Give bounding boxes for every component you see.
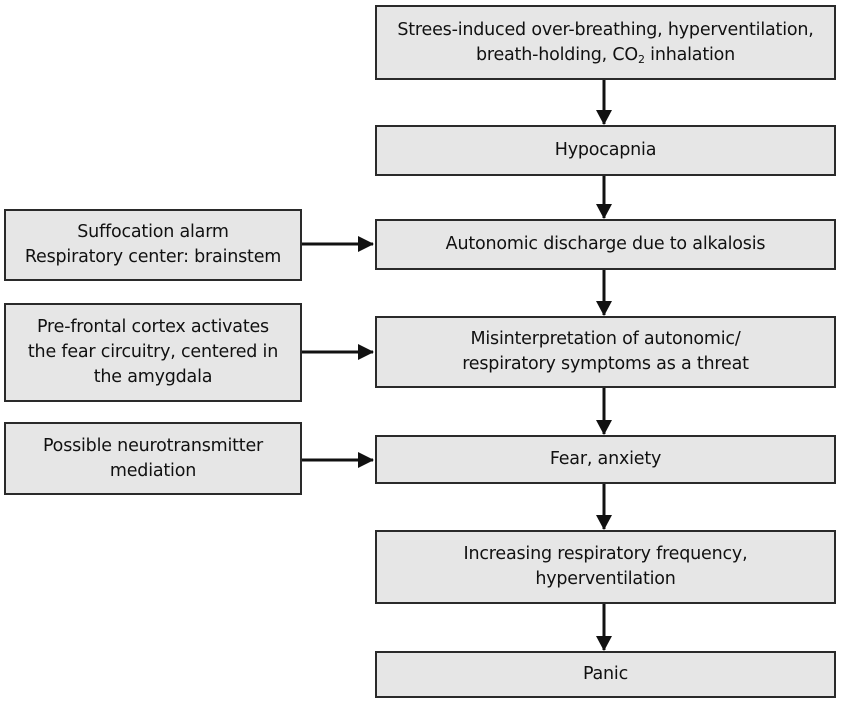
misinterpretation-line-1: Misinterpretation of autonomic/ <box>470 329 741 349</box>
panic-label: Panic <box>582 664 629 684</box>
arrowhead-5 <box>596 515 612 530</box>
hypocapnia-label: Hypocapnia <box>554 140 657 160</box>
co2-subscript: 2 <box>637 52 645 66</box>
increasing-frequency-box: Increasing respiratory frequency, hyperv… <box>375 530 836 604</box>
arrowhead-3 <box>596 301 612 316</box>
side-arrows <box>302 236 374 468</box>
prefrontal-line-2: the fear circuitry, centered in <box>27 342 279 362</box>
fear-anxiety-box: Fear, anxiety <box>375 435 836 484</box>
arrowhead-1 <box>596 110 612 125</box>
arrowhead-side-1 <box>358 236 374 252</box>
fear-label: Fear, anxiety <box>549 449 662 469</box>
suffocation-alarm-box: Suffocation alarm Respiratory center: br… <box>4 209 302 281</box>
arrowhead-4 <box>596 420 612 435</box>
arrowhead-2 <box>596 204 612 219</box>
misinterpretation-line-2: respiratory symptoms as a threat <box>462 354 749 374</box>
stress-line-2: breath-holding, CO2 inhalation <box>476 43 735 68</box>
down-arrows <box>596 80 612 651</box>
neurotransmitter-box: Possible neurotransmitter mediation <box>4 422 302 495</box>
increasing-line-1: Increasing respiratory frequency, <box>463 544 748 564</box>
suffocation-line-2: Respiratory center: brainstem <box>24 247 282 267</box>
misinterpretation-box: Misinterpretation of autonomic/ respirat… <box>375 316 836 388</box>
increasing-line-2: hyperventilation <box>535 569 676 589</box>
stress-breathing-box: Strees-induced over-breathing, hypervent… <box>375 5 836 80</box>
arrowhead-side-2 <box>358 344 374 360</box>
prefrontal-line-3: the amygdala <box>93 367 213 387</box>
stress-line-2-suffix: inhalation <box>644 44 736 65</box>
stress-line-2-prefix: breath-holding, CO <box>475 44 638 65</box>
stress-line-1: Strees-induced over-breathing, hypervent… <box>397 19 814 40</box>
neurotransmitter-line-1: Possible neurotransmitter <box>42 435 264 456</box>
autonomic-discharge-box: Autonomic discharge due to alkalosis <box>375 219 836 270</box>
prefrontal-line-1: Pre-frontal cortex activates <box>37 317 269 337</box>
arrowhead-6 <box>596 636 612 651</box>
autonomic-label: Autonomic discharge due to alkalosis <box>445 234 766 254</box>
suffocation-line-1: Suffocation alarm <box>77 222 229 242</box>
neurotransmitter-line-2: mediation <box>109 460 197 481</box>
arrowhead-side-3 <box>358 452 374 468</box>
prefrontal-cortex-box: Pre-frontal cortex activates the fear ci… <box>4 303 302 402</box>
panic-box: Panic <box>375 651 836 698</box>
hypocapnia-box: Hypocapnia <box>375 125 836 176</box>
